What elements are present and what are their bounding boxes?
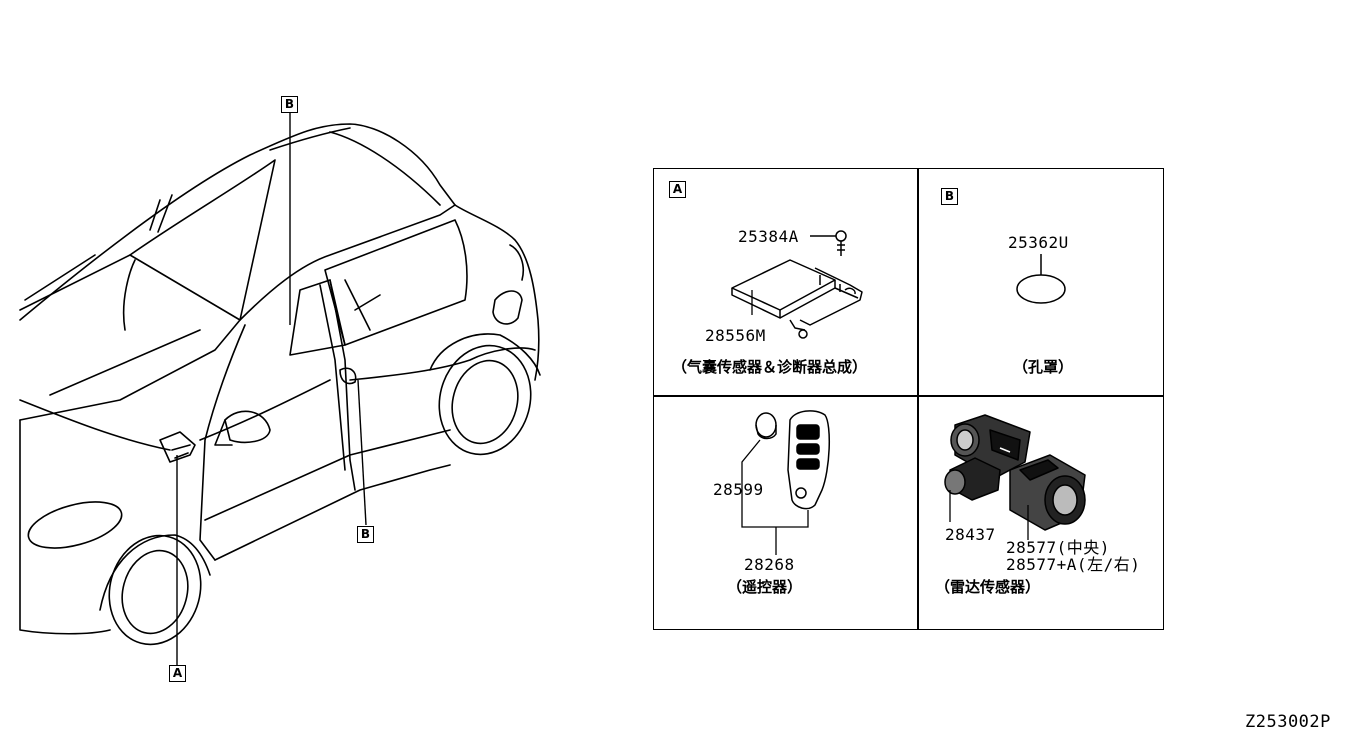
part-number-28268: 28268 bbox=[744, 555, 795, 574]
parts-table-divider-horizontal bbox=[653, 395, 1164, 397]
panel-a-caption: （气囊传感器＆诊断器总成） bbox=[672, 358, 868, 376]
part-number-28556m: 28556M bbox=[705, 326, 766, 345]
parts-table-frame bbox=[653, 168, 1164, 630]
panel-a-marker: A bbox=[669, 181, 686, 198]
parts-table-divider-vertical bbox=[917, 168, 919, 630]
part-number-28599: 28599 bbox=[713, 480, 764, 499]
diagram-code: Z253002P bbox=[1245, 712, 1331, 732]
part-number-25362u: 25362U bbox=[1008, 233, 1069, 252]
panel-d-caption: （雷达传感器） bbox=[935, 578, 1041, 596]
panel-b-caption: （孔罩） bbox=[1013, 358, 1074, 376]
panel-b-marker: B bbox=[941, 188, 958, 205]
part-number-28577a-left-right: 28577+A(左/右) bbox=[1006, 555, 1141, 574]
callout-a: A bbox=[169, 665, 186, 682]
part-number-25384a: 25384A bbox=[738, 227, 799, 246]
panel-c-caption: （遥控器） bbox=[727, 578, 803, 596]
callout-b-top: B bbox=[281, 96, 298, 113]
part-number-28577-center: 28577(中央) bbox=[1006, 538, 1110, 557]
callout-b-side: B bbox=[357, 526, 374, 543]
part-number-28437: 28437 bbox=[945, 525, 996, 544]
